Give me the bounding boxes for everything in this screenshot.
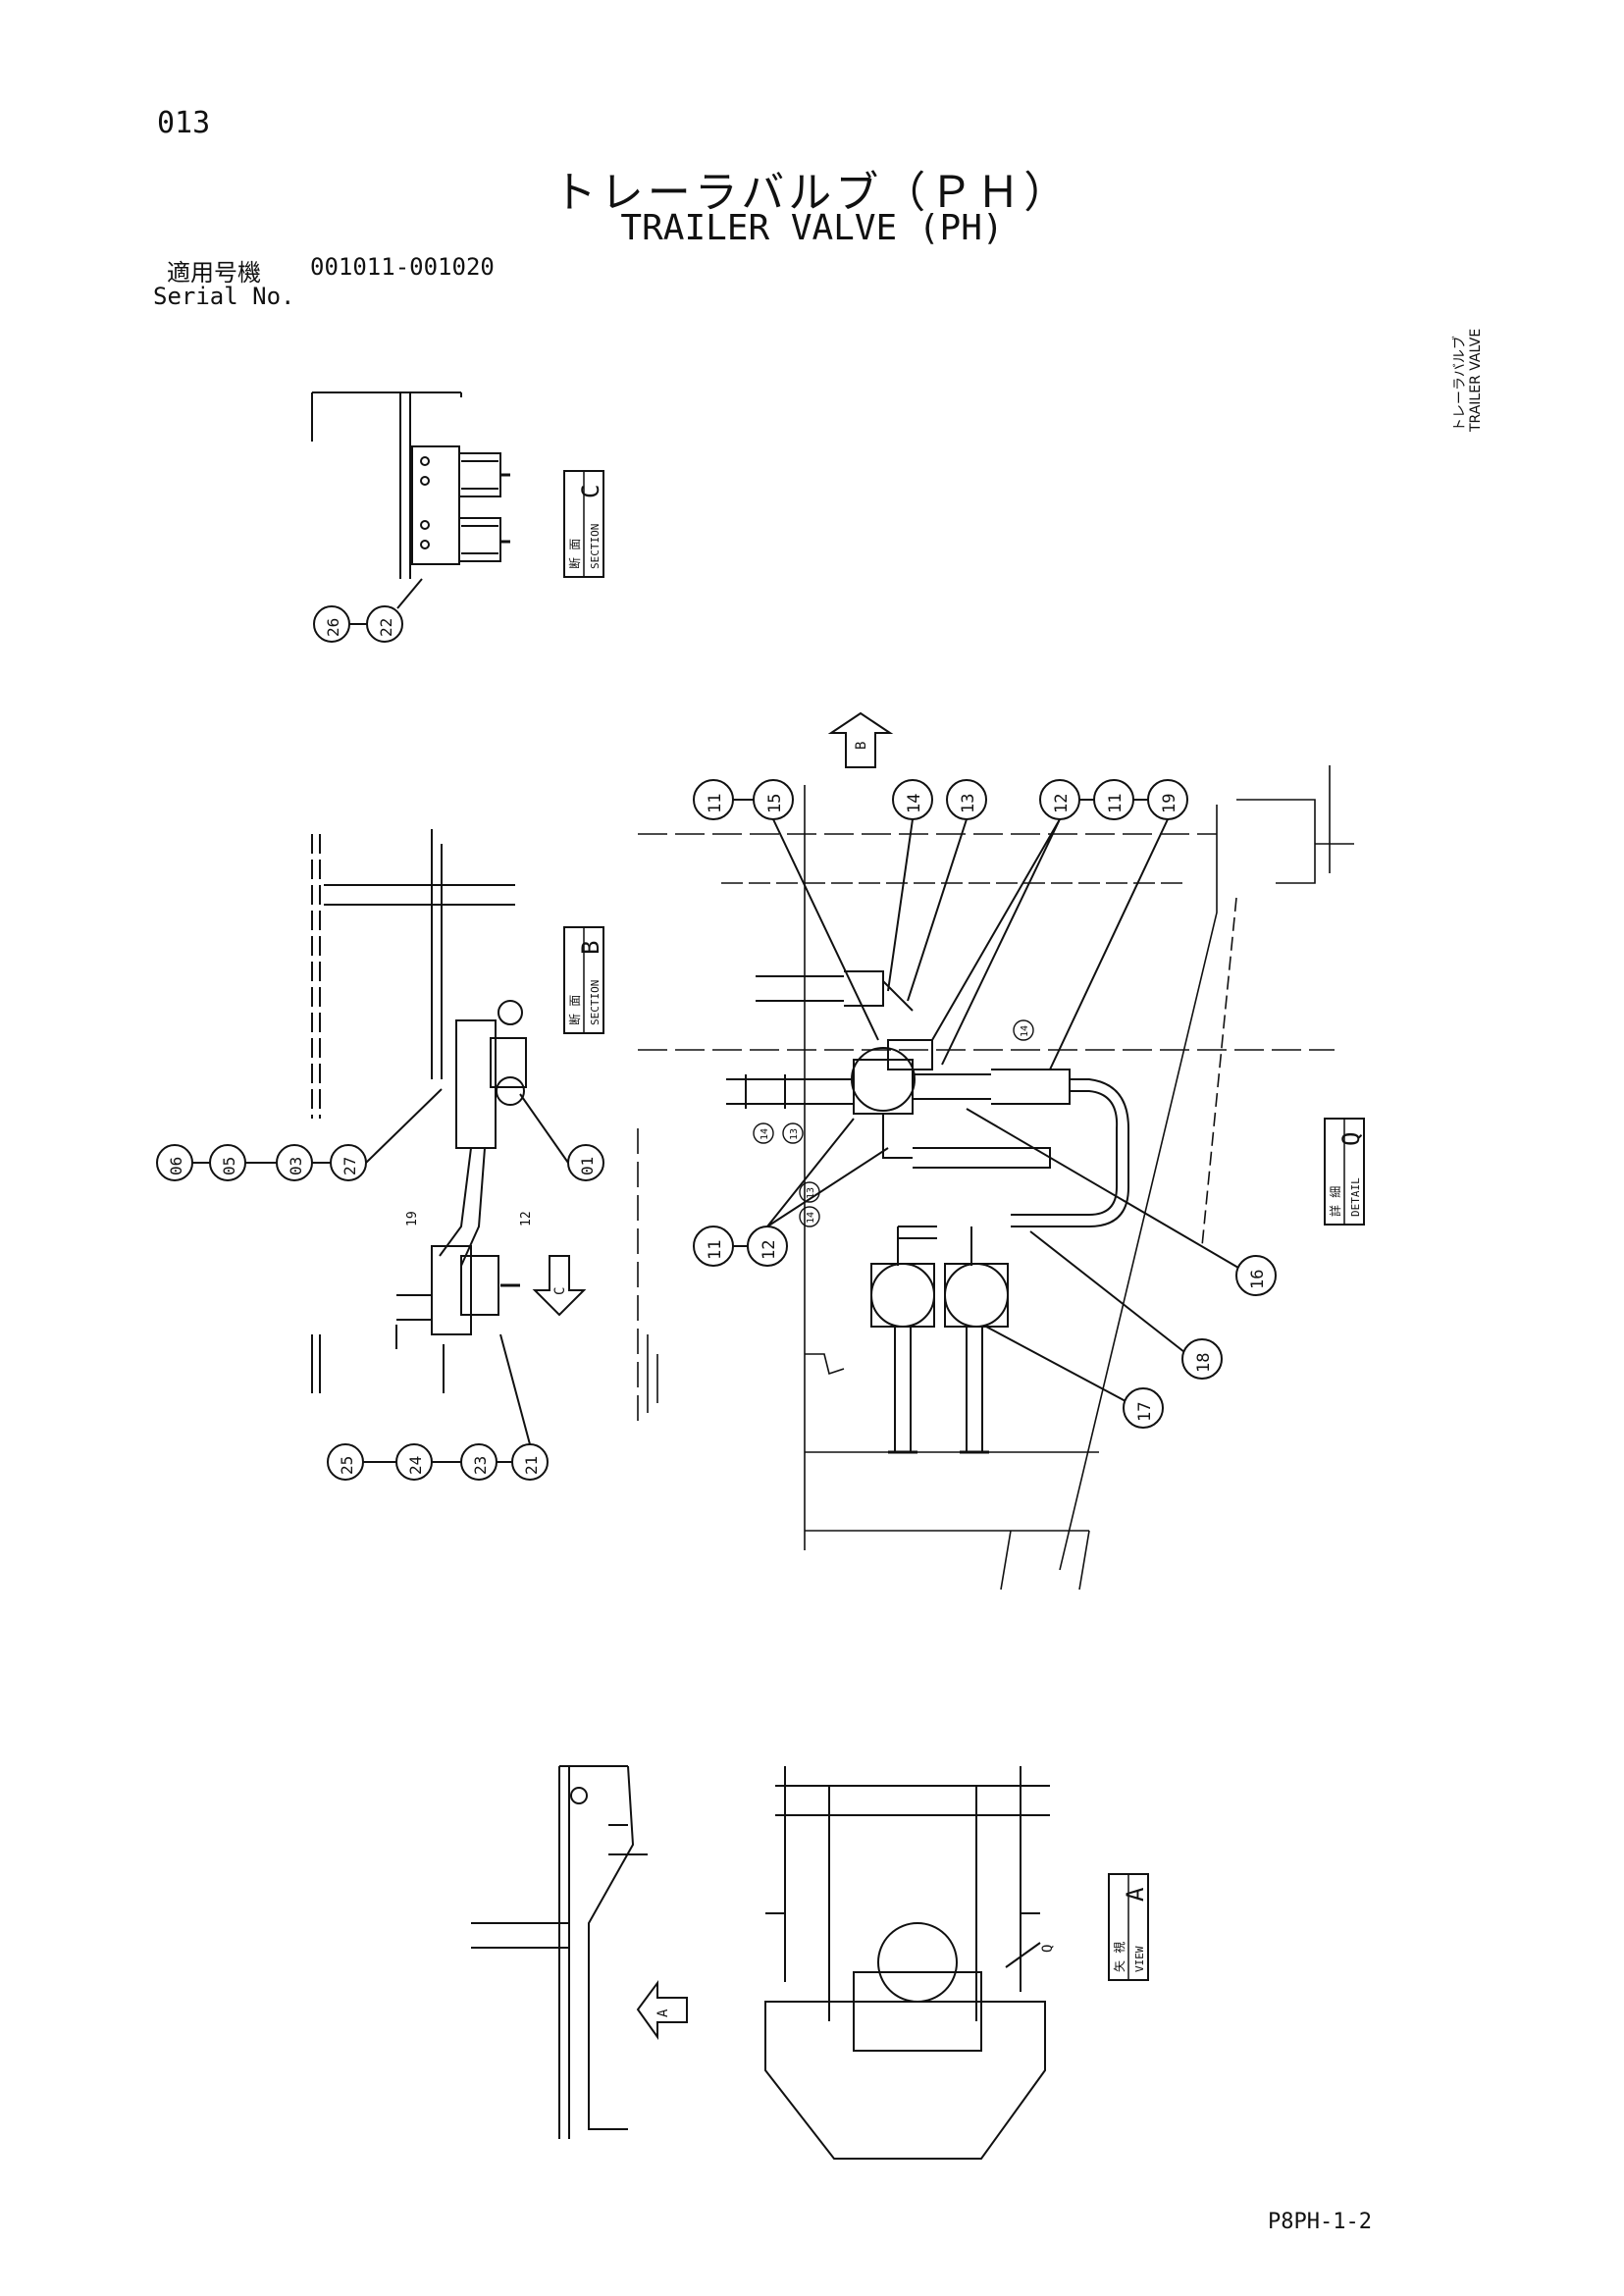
detail-q-label-jp: 詳 細: [1328, 1186, 1342, 1217]
title-japanese: トレーラバルブ（ＰＨ）: [552, 168, 1072, 218]
section-c-view-arrow: C: [532, 1255, 587, 1317]
detail-q-callouts-small: 14 13 14 13 14: [753, 1019, 1034, 1227]
callout-18: 18: [1194, 1353, 1214, 1373]
callout-23: 23: [471, 1456, 490, 1475]
section-b-label-box: 断 面 SECTION B: [563, 926, 604, 1034]
detail-q-label-letter: Q: [1337, 1132, 1365, 1146]
view-a-label-box: 矢 視 VIEW A: [1108, 1873, 1149, 1981]
callout-11-bottom: 11: [706, 1240, 725, 1260]
callout-14: 14: [905, 794, 924, 813]
callout-12-top: 12: [1052, 794, 1072, 813]
callout-11-top-b: 11: [1106, 794, 1126, 813]
serial-label-english: Serial No.: [153, 283, 295, 310]
view-a-label-en: VIEW: [1133, 1946, 1146, 1972]
callout-14-small-a: 14: [760, 1128, 770, 1140]
serial-label-japanese: 適用号機: [167, 259, 261, 287]
callout-19: 19: [1160, 794, 1179, 813]
view-a-arrow: A: [636, 1979, 688, 2041]
detail-q-callouts-bottom: 11 12: [693, 1118, 889, 1267]
callout-03: 03: [287, 1157, 305, 1175]
title-english: TRAILER VALVE (PH): [620, 208, 1004, 248]
arrow-c-label: C: [552, 1287, 568, 1295]
callout-12-bottom: 12: [760, 1240, 779, 1260]
serial-range: 001011-001020: [310, 253, 495, 281]
section-b-view-arrow: B: [827, 711, 894, 768]
callout-14-small-c: 14: [806, 1212, 816, 1224]
section-c-label-en: SECTION: [589, 524, 602, 569]
section-b-label-jp: 断 面: [567, 995, 582, 1025]
callout-01: 01: [578, 1157, 597, 1175]
callout-11-top-a: 11: [706, 794, 725, 813]
view-a-front-drawing: Q: [764, 1766, 1056, 2160]
callout-15: 15: [765, 794, 785, 813]
callout-24: 24: [406, 1456, 425, 1475]
callout-27: 27: [341, 1157, 359, 1175]
section-b-callouts-left: 06 05 03 27: [156, 1088, 443, 1181]
view-a-label-letter: A: [1122, 1887, 1149, 1902]
view-a-side-drawing: [471, 1765, 648, 2139]
callout-25: 25: [338, 1456, 356, 1475]
view-a-label-jp: 矢 視: [1112, 1942, 1126, 1972]
detail-q-label-en: DETAIL: [1349, 1177, 1362, 1217]
detail-q-valve: [726, 970, 1129, 1454]
section-c-label-box: 断 面 SECTION C: [563, 470, 604, 578]
section-b-callouts-bottom: 25 24 23 21: [327, 1333, 549, 1481]
callout-06: 06: [167, 1157, 185, 1175]
section-b-label-letter: B: [577, 941, 604, 955]
section-c-callouts: 26 22: [313, 605, 403, 643]
callout-22: 22: [377, 618, 395, 637]
section-c-label-jp: 断 面: [567, 539, 582, 569]
section-b-label-en: SECTION: [589, 980, 602, 1025]
callout-12-small: 12: [519, 1211, 534, 1226]
section-b-drawing: [311, 829, 527, 1393]
callout-14-small-b: 14: [1020, 1025, 1030, 1037]
arrow-b-label: B: [854, 742, 869, 750]
section-c-label-letter: C: [577, 485, 604, 498]
section-b-callouts-small: 19 12: [405, 1211, 534, 1226]
page-number: 013: [157, 106, 211, 140]
callout-05: 05: [220, 1157, 238, 1175]
document-code: P8PH-1-2: [1268, 2210, 1372, 2234]
callout-13-small-a: 13: [789, 1128, 800, 1140]
detail-q-outline: [637, 765, 1354, 1591]
callout-16: 16: [1248, 1270, 1268, 1289]
section-c-drawing: [311, 391, 510, 609]
callout-26: 26: [324, 618, 342, 637]
arrow-a-label: A: [655, 2009, 671, 2017]
callout-17: 17: [1135, 1402, 1155, 1422]
callout-21: 21: [522, 1456, 541, 1475]
detail-q-label-box: 詳 細 DETAIL Q: [1324, 1118, 1365, 1226]
view-a-q-marker: Q: [1040, 1945, 1056, 1953]
callout-13-small-b: 13: [806, 1187, 816, 1199]
detail-q-callouts-top: 11 15 14 13 12 11 19: [693, 779, 1188, 1070]
callout-19-small: 19: [405, 1211, 420, 1226]
callout-13: 13: [959, 794, 978, 813]
section-b-callouts-right: 01: [519, 1093, 604, 1181]
detail-q-callouts-right: 16 18 17: [966, 1108, 1277, 1429]
